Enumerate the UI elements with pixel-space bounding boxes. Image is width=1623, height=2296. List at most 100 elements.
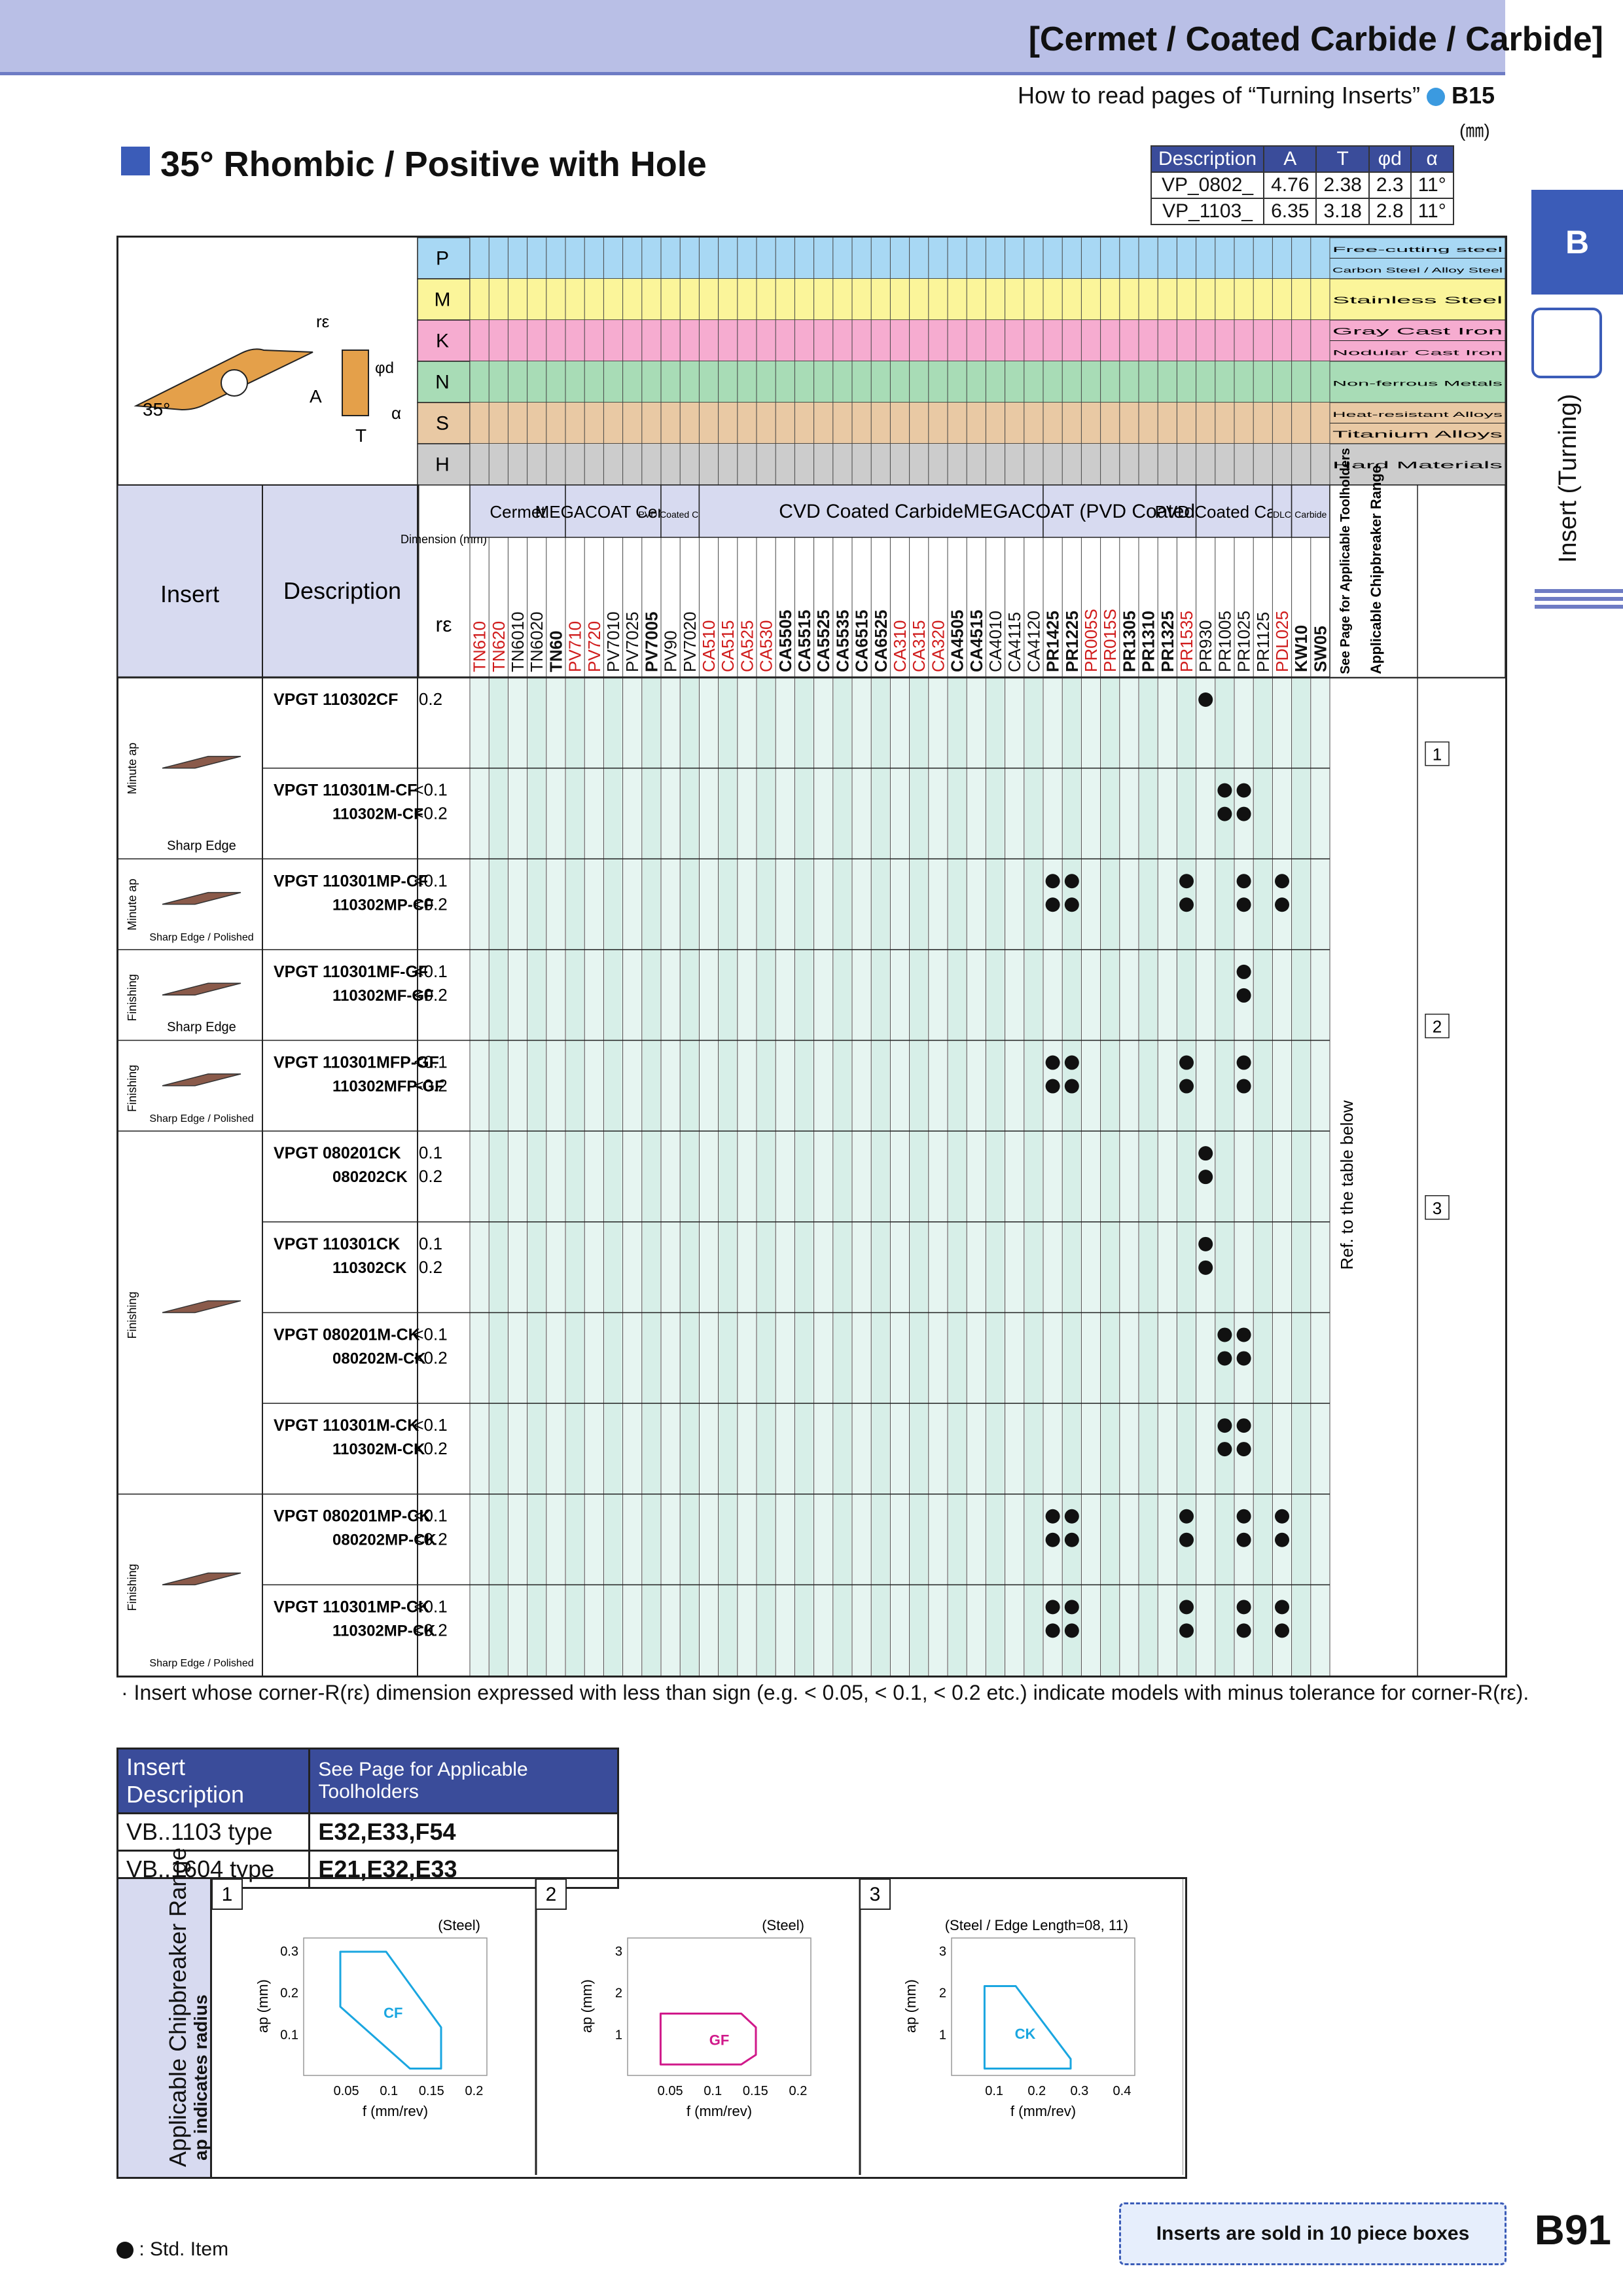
grade-group-cell [469, 484, 566, 538]
grade-column-fill [700, 677, 718, 1676]
grade-column-fill [1120, 677, 1138, 1676]
chipbreaker-range-box: Applicable Chipbreaker Range ap indicate… [116, 1848, 1187, 2179]
material-band [470, 279, 1330, 320]
y-axis-label: ap (mm) [579, 1979, 595, 2033]
product-code: VPGT 080201CK [274, 1144, 401, 1162]
stock-dot [1064, 1079, 1079, 1094]
grade-column-fill [623, 677, 641, 1676]
grade-column-fill [986, 677, 1005, 1676]
grade-column-fill [1101, 677, 1119, 1676]
edge-label: Sharp Edge / Polished [149, 1113, 253, 1124]
chipbreaker-ref-box [1425, 1013, 1450, 1039]
y-tick: 1 [939, 2028, 946, 2042]
howto-text: How to read pages of “Turning Inserts” [1018, 82, 1420, 109]
stock-dot [1045, 1055, 1060, 1070]
stock-dot [1179, 1079, 1194, 1094]
product-code: 110302CK [332, 1259, 407, 1277]
angle-label: 35° [143, 399, 170, 420]
material-label-cell [1329, 402, 1506, 423]
grade-name: CA5525 [813, 610, 833, 672]
y-tick: 0.1 [280, 2028, 298, 2042]
product-re: <0.1 [414, 961, 447, 981]
stock-dot [1045, 1623, 1060, 1638]
page-number: B91 [1534, 2206, 1611, 2253]
stock-dot [1236, 1418, 1251, 1433]
grade-column-fill [1044, 677, 1062, 1676]
dim-cell: 11° [1410, 198, 1454, 225]
dim-cell: VP_1103_ [1150, 198, 1265, 225]
grade-name: PR1305 [1119, 611, 1139, 672]
stock-dot [1236, 1623, 1251, 1638]
product-re: <0.1 [414, 870, 447, 890]
material-label: Stainless Steel [1332, 295, 1503, 306]
material-band [470, 444, 1330, 485]
stock-dot [1198, 692, 1213, 707]
panel-number-box [859, 1879, 891, 1910]
panel-material: (Steel) [438, 1917, 480, 1933]
material-code: N [435, 372, 450, 393]
chipbreaker-subtitle: ap indicates radius [190, 1994, 211, 2161]
insert-photo-icon [162, 982, 241, 996]
dim-header: φd [1368, 145, 1412, 173]
grade-name: PDL025 [1272, 611, 1292, 672]
panel-number: 1 [222, 1884, 233, 1905]
x-tick: 0.1 [380, 2084, 398, 2098]
stock-dot [1236, 964, 1251, 979]
grade-column-fill [1177, 677, 1196, 1676]
grade-name: CA5535 [832, 610, 852, 672]
dim-cell: 4.76 [1263, 171, 1317, 199]
ref-note: Ref. to the table below [1337, 1100, 1357, 1270]
grade-column-fill [471, 677, 489, 1676]
grade-name: PR1225 [1062, 611, 1082, 672]
section-tab[interactable]: B [1531, 190, 1623, 295]
x-tick: 0.15 [419, 2084, 444, 2098]
dim-header: T [1315, 145, 1370, 173]
stock-dot [1217, 1351, 1232, 1366]
stock-dot [1275, 1623, 1289, 1638]
dimension-label: A [310, 386, 322, 406]
stock-dot [1179, 1600, 1194, 1615]
grade-column-fill [508, 677, 527, 1676]
stock-dot [1236, 874, 1251, 889]
grade-group-label: CVD Coated Carbide [779, 501, 963, 522]
grade-column-fill [1273, 677, 1291, 1676]
product-re: <0.2 [414, 1620, 447, 1640]
material-band [470, 361, 1330, 403]
page-header [0, 0, 1505, 75]
stock-dot [1217, 806, 1232, 821]
stock-dot [1236, 806, 1251, 821]
grade-name: PR1125 [1253, 612, 1273, 672]
unit-label: (㎜) [1459, 120, 1490, 141]
product-code: VPGT 110301M-CK [274, 1416, 419, 1435]
std-item-label: : Std. Item [139, 2238, 229, 2260]
grade-column-fill [776, 677, 794, 1676]
dim-cell: VP_0802_ [1150, 171, 1265, 199]
category-label: Finishing [126, 1564, 139, 1611]
grade-name: CA320 [928, 620, 948, 673]
grade-name: PV7020 [680, 611, 700, 672]
title-square-icon [121, 147, 150, 175]
insert-header: Insert [160, 581, 219, 607]
product-re: <0.2 [414, 894, 447, 914]
product-re: 0.2 [419, 689, 442, 709]
stock-dot [1064, 874, 1079, 889]
arrow-icon [1426, 88, 1445, 107]
material-band [470, 320, 1330, 361]
product-code: 080202MP-CK [332, 1532, 437, 1549]
toolholder-pages[interactable]: E32,E33,F54 [308, 1812, 619, 1852]
grade-name: PV7005 [641, 611, 661, 672]
product-re: 0.1 [419, 1234, 442, 1253]
panel-number: 2 [546, 1884, 557, 1905]
chipbreaker-region [983, 1985, 1072, 2070]
stock-dot [1217, 1442, 1232, 1457]
grade-name: TN6020 [527, 612, 546, 673]
stock-dot [1217, 1327, 1232, 1342]
stock-dot [1045, 874, 1060, 889]
stock-dot [1236, 897, 1251, 912]
dim-cell: 6.35 [1263, 198, 1317, 225]
howto-link[interactable]: How to read pages of “Turning Inserts” B… [1018, 82, 1495, 109]
stock-dot [1236, 1055, 1251, 1070]
insert-photo-icon [162, 891, 241, 905]
dimension-label: α [391, 403, 401, 423]
dimension-header: Dimension (mm) [401, 533, 487, 546]
